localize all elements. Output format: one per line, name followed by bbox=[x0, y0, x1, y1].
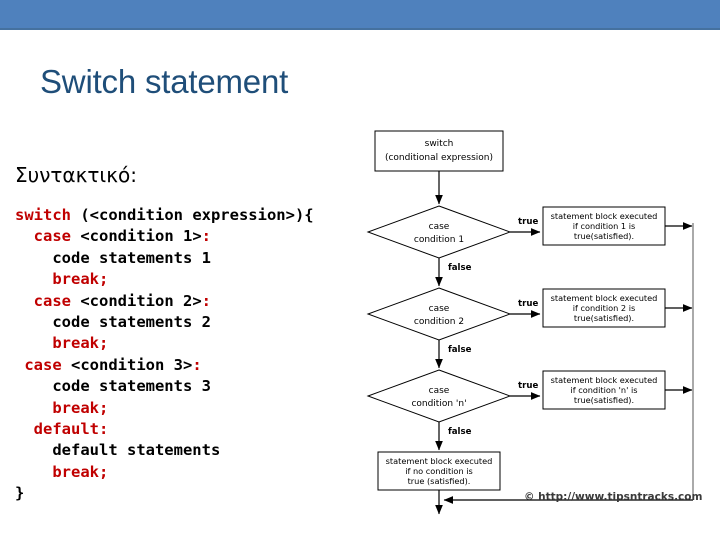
code-line: default statements bbox=[15, 440, 375, 461]
flow-diamond-case-1 bbox=[366, 205, 512, 259]
code-line: break; bbox=[15, 462, 375, 483]
code-line: switch (<condition expression>){ bbox=[15, 205, 375, 226]
flow-default-line1: statement block executed bbox=[386, 456, 493, 466]
code-keyword: : bbox=[201, 227, 211, 246]
code-text: } bbox=[15, 484, 25, 503]
code-text: code statements 2 bbox=[52, 313, 211, 332]
flow-diamond-3-line2: condition 'n' bbox=[411, 399, 466, 409]
code-line: break; bbox=[15, 333, 375, 354]
code-line: case <condition 3>: bbox=[15, 355, 375, 376]
flow-start-box bbox=[374, 130, 504, 172]
code-line: code statements 1 bbox=[15, 248, 375, 269]
code-keyword: switch bbox=[15, 206, 71, 224]
flow-true-label-2: true bbox=[518, 299, 538, 309]
code-text: <condition 1> bbox=[71, 227, 202, 246]
flow-result-2-line2: if condition 2 is bbox=[573, 303, 636, 313]
code-line: } bbox=[15, 483, 375, 504]
code-keyword: break bbox=[52, 270, 99, 289]
code-keyword: ; bbox=[99, 462, 109, 481]
code-line: case <condition 1>: bbox=[15, 226, 375, 247]
code-line: case <condition 2>: bbox=[15, 291, 375, 312]
code-text: code statements 1 bbox=[52, 248, 211, 267]
switch-flowchart: switch (conditional expression) case con… bbox=[352, 118, 720, 518]
code-keyword: ; bbox=[99, 334, 109, 353]
code-keyword: ; bbox=[99, 398, 109, 417]
flow-result-1-line1: statement block executed bbox=[551, 211, 658, 221]
flow-diamond-case-n bbox=[366, 369, 512, 423]
section-label-syntax: Συντακτικό: bbox=[15, 163, 137, 187]
code-snippet: switch (<condition expression>){ case <c… bbox=[15, 205, 375, 505]
code-keyword: case bbox=[24, 355, 62, 374]
code-line: default: bbox=[15, 419, 375, 440]
code-line: code statements 2 bbox=[15, 312, 375, 333]
code-keyword: : bbox=[192, 355, 202, 374]
code-keyword: break bbox=[52, 398, 99, 417]
header-band bbox=[0, 0, 720, 30]
watermark-credit: © http://www.tipsntracks.com bbox=[524, 491, 703, 503]
code-text: <condition 2> bbox=[71, 291, 202, 310]
code-keyword: break bbox=[52, 462, 99, 481]
flow-diamond-3-line1: case bbox=[429, 386, 450, 396]
code-line: break; bbox=[15, 398, 375, 419]
flow-result-2-line3: true(satisfied). bbox=[574, 313, 634, 323]
flow-default-line3: true (satisfied). bbox=[408, 476, 471, 486]
flow-start-line2: (conditional expression) bbox=[385, 153, 493, 163]
flow-false-label-2: false bbox=[448, 345, 472, 355]
code-keyword: ; bbox=[99, 270, 109, 289]
code-keyword: : bbox=[201, 291, 211, 310]
flow-diamond-case-2 bbox=[366, 287, 512, 341]
flow-result-1-line3: true(satisfied). bbox=[574, 231, 634, 241]
flow-diamond-1-line1: case bbox=[429, 222, 450, 232]
flow-result-1-line2: if condition 1 is bbox=[573, 221, 636, 231]
code-keyword: case bbox=[33, 291, 71, 310]
code-text: default statements bbox=[52, 441, 221, 460]
code-text: code statements 3 bbox=[52, 377, 211, 396]
flow-result-3-line2: if condition 'n' is bbox=[570, 385, 637, 395]
flow-diamond-2-line2: condition 2 bbox=[414, 317, 464, 327]
code-keyword: default bbox=[33, 420, 99, 439]
page-title: Switch statement bbox=[40, 63, 289, 100]
flow-true-label-1: true bbox=[518, 217, 538, 227]
code-keyword: break bbox=[52, 334, 99, 353]
flow-result-2-line1: statement block executed bbox=[551, 293, 658, 303]
code-line: break; bbox=[15, 269, 375, 290]
flow-diamond-2-line1: case bbox=[429, 304, 450, 314]
flow-result-3-line3: true(satisfied). bbox=[574, 395, 634, 405]
flow-result-box-1 bbox=[542, 206, 666, 246]
code-text: <condition 3> bbox=[61, 355, 193, 374]
flow-result-3-line1: statement block executed bbox=[551, 375, 658, 385]
flow-start-line1: switch bbox=[425, 139, 454, 149]
flow-false-label-3: false bbox=[448, 427, 472, 437]
flow-diamond-1-line2: condition 1 bbox=[414, 235, 464, 245]
flow-false-label-1: false bbox=[448, 263, 472, 273]
flow-default-box bbox=[377, 451, 501, 491]
flow-result-box-2 bbox=[542, 288, 666, 328]
code-keyword: case bbox=[33, 227, 71, 246]
code-text: (<condition expression>){ bbox=[71, 206, 314, 224]
code-line: code statements 3 bbox=[15, 376, 375, 397]
flow-true-label-3: true bbox=[518, 381, 538, 391]
flow-default-line2: if no condition is bbox=[405, 466, 473, 476]
code-keyword: : bbox=[99, 420, 109, 439]
